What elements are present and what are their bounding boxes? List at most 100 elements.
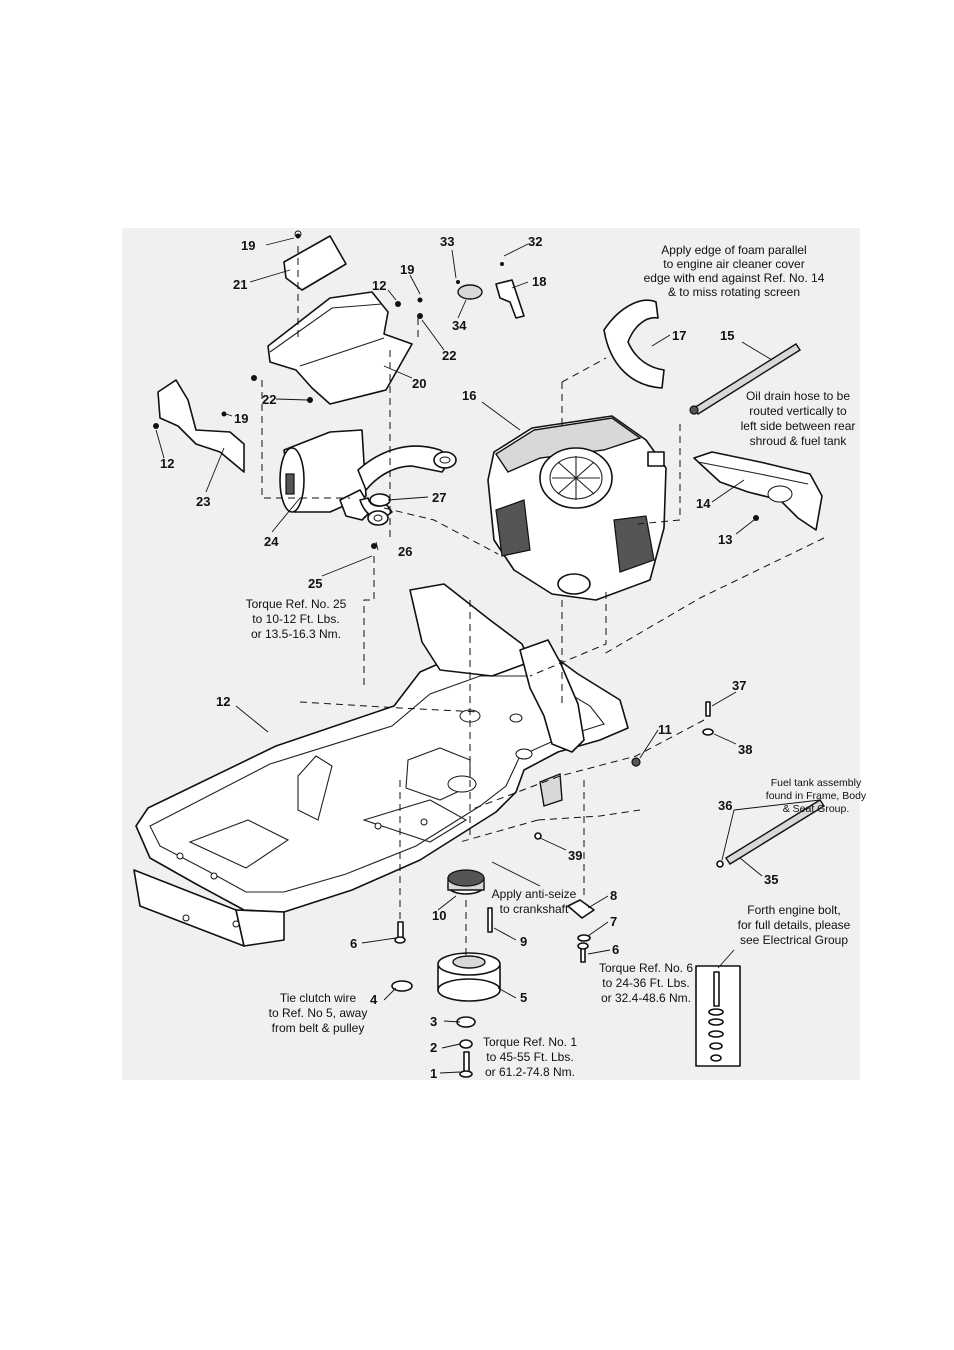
- note-oil-drain-line: left side between rear: [741, 419, 856, 433]
- note-clutch-wire-line: to Ref. No 5, away: [269, 1006, 368, 1020]
- callout-27: 27: [432, 490, 446, 505]
- callout-35: 35: [764, 872, 778, 887]
- note-torque-1-line: to 45-55 Ft. Lbs.: [486, 1050, 573, 1064]
- note-torque-6: Torque Ref. No. 6 to 24-36 Ft. Lbs. or 3…: [599, 961, 693, 1005]
- fuel-line-part-35: [716, 799, 825, 868]
- note-engine-bolt-line: for full details, please: [738, 918, 851, 932]
- callout-19: 19: [400, 262, 414, 277]
- bolt-part-1: [459, 1051, 473, 1078]
- callout-25: 25: [308, 576, 322, 591]
- note-torque-25-line: Torque Ref. No. 25: [246, 597, 347, 611]
- callout-22: 22: [262, 392, 276, 407]
- note-torque-1: Torque Ref. No. 1 to 45-55 Ft. Lbs. or 6…: [483, 1035, 577, 1079]
- bracket-part-8: [567, 899, 595, 919]
- callout-11: 11: [658, 722, 672, 737]
- note-fuel-tank: Fuel tank assembly found in Frame, Body …: [766, 777, 867, 815]
- callout-numbers: 19 21 33 32 18 34 12 19 22 20 22 19 12 2…: [160, 234, 778, 1081]
- callout-24: 24: [264, 534, 279, 549]
- engine-bolt-detail-box: [695, 965, 741, 1067]
- callout-19: 19: [234, 411, 248, 426]
- note-engine-bolt: Forth engine bolt, for full details, ple…: [738, 903, 851, 947]
- callout-15: 15: [720, 328, 734, 343]
- callout-7: 7: [610, 914, 617, 929]
- callout-26: 26: [398, 544, 412, 559]
- engine-part-16: [487, 415, 667, 601]
- fasteners-small: [153, 233, 759, 549]
- note-anti-seize-line: Apply anti-seize: [492, 887, 577, 901]
- callout-22: 22: [442, 348, 456, 363]
- hardware-parts-37-38: [702, 701, 714, 736]
- callout-12: 12: [372, 278, 386, 293]
- note-oil-drain-line: shroud & fuel tank: [750, 434, 848, 448]
- leader-lines: [155, 237, 821, 1074]
- callout-2: 2: [430, 1040, 437, 1055]
- note-torque-1-line: Torque Ref. No. 1: [483, 1035, 577, 1049]
- callout-33: 33: [440, 234, 454, 249]
- pulley-part-10: [447, 869, 485, 895]
- callout-34: 34: [452, 318, 467, 333]
- callout-39: 39: [568, 848, 582, 863]
- nut-part-39: [534, 832, 542, 840]
- note-torque-6-line: Torque Ref. No. 6: [599, 961, 693, 975]
- callout-17: 17: [672, 328, 686, 343]
- callout-10: 10: [432, 908, 446, 923]
- note-clutch-wire-line: from belt & pulley: [272, 1021, 365, 1035]
- note-oil-drain-line: Oil drain hose to be: [746, 389, 850, 403]
- key-part-9: [487, 907, 493, 933]
- note-foam-line: edge with end against Ref. No. 14: [644, 271, 825, 285]
- callout-20: 20: [412, 376, 426, 391]
- muffler-part-24: [279, 429, 373, 521]
- callout-38: 38: [738, 742, 752, 757]
- hardware-parts-6-7: [577, 934, 591, 963]
- note-foam-line: & to miss rotating screen: [668, 285, 800, 299]
- oil-drain-hose-part-15: [689, 343, 801, 415]
- callout-6: 6: [612, 942, 619, 957]
- callout-9: 9: [520, 934, 527, 949]
- callout-12: 12: [160, 456, 174, 471]
- note-clutch-wire-line: Tie clutch wire: [280, 991, 357, 1005]
- note-fuel-tank-line: & Seat Group.: [783, 803, 850, 815]
- callout-4: 4: [370, 992, 378, 1007]
- callout-21: 21: [233, 277, 247, 292]
- note-foam-line: Apply edge of foam parallel: [661, 243, 806, 257]
- engine-shroud-part-20: [267, 291, 413, 405]
- rear-shroud-part-14: [693, 451, 823, 531]
- note-oil-drain: Oil drain hose to be routed vertically t…: [741, 389, 856, 448]
- callout-32: 32: [528, 234, 542, 249]
- callout-12: 12: [216, 694, 230, 709]
- note-fuel-tank-line: Fuel tank assembly: [771, 777, 862, 789]
- note-engine-bolt-line: see Electrical Group: [740, 933, 848, 947]
- callout-13: 13: [718, 532, 732, 547]
- bracket-part-18: [495, 262, 525, 319]
- note-foam-line: to engine air cleaner cover: [663, 257, 804, 271]
- note-torque-6-line: or 32.4-48.6 Nm.: [601, 991, 691, 1005]
- note-torque-1-line: or 61.2-74.8 Nm.: [485, 1065, 575, 1079]
- clutch-wire-tie-part-4: [391, 980, 413, 992]
- cap-part-34: [456, 280, 483, 300]
- note-engine-bolt-line: Forth engine bolt,: [747, 903, 840, 917]
- callout-18: 18: [532, 274, 546, 289]
- note-anti-seize-line: to crankshaft: [500, 902, 569, 916]
- foam-strip-part-17: [603, 299, 665, 389]
- note-anti-seize: Apply anti-seize to crankshaft: [492, 887, 577, 916]
- bolt-part-6-left: [394, 921, 406, 944]
- bracket-part-23: [157, 379, 245, 473]
- callout-8: 8: [610, 888, 617, 903]
- note-torque-25: Torque Ref. No. 25 to 10-12 Ft. Lbs. or …: [246, 597, 347, 641]
- callout-3: 3: [430, 1014, 437, 1029]
- deck-frame: [133, 583, 629, 947]
- exhaust-pipe: [357, 445, 457, 526]
- note-torque-25-line: to 10-12 Ft. Lbs.: [252, 612, 339, 626]
- note-oil-drain-line: routed vertically to: [749, 404, 847, 418]
- callout-5: 5: [520, 990, 527, 1005]
- callout-23: 23: [196, 494, 210, 509]
- callout-16: 16: [462, 388, 476, 403]
- note-clutch-wire: Tie clutch wire to Ref. No 5, away from …: [269, 991, 368, 1035]
- callout-37: 37: [732, 678, 746, 693]
- callout-19: 19: [241, 238, 255, 253]
- callout-6: 6: [350, 936, 357, 951]
- nut-part-11: [631, 757, 641, 767]
- gasket-part-27: [369, 493, 391, 507]
- clutch-part-5: [437, 952, 501, 1002]
